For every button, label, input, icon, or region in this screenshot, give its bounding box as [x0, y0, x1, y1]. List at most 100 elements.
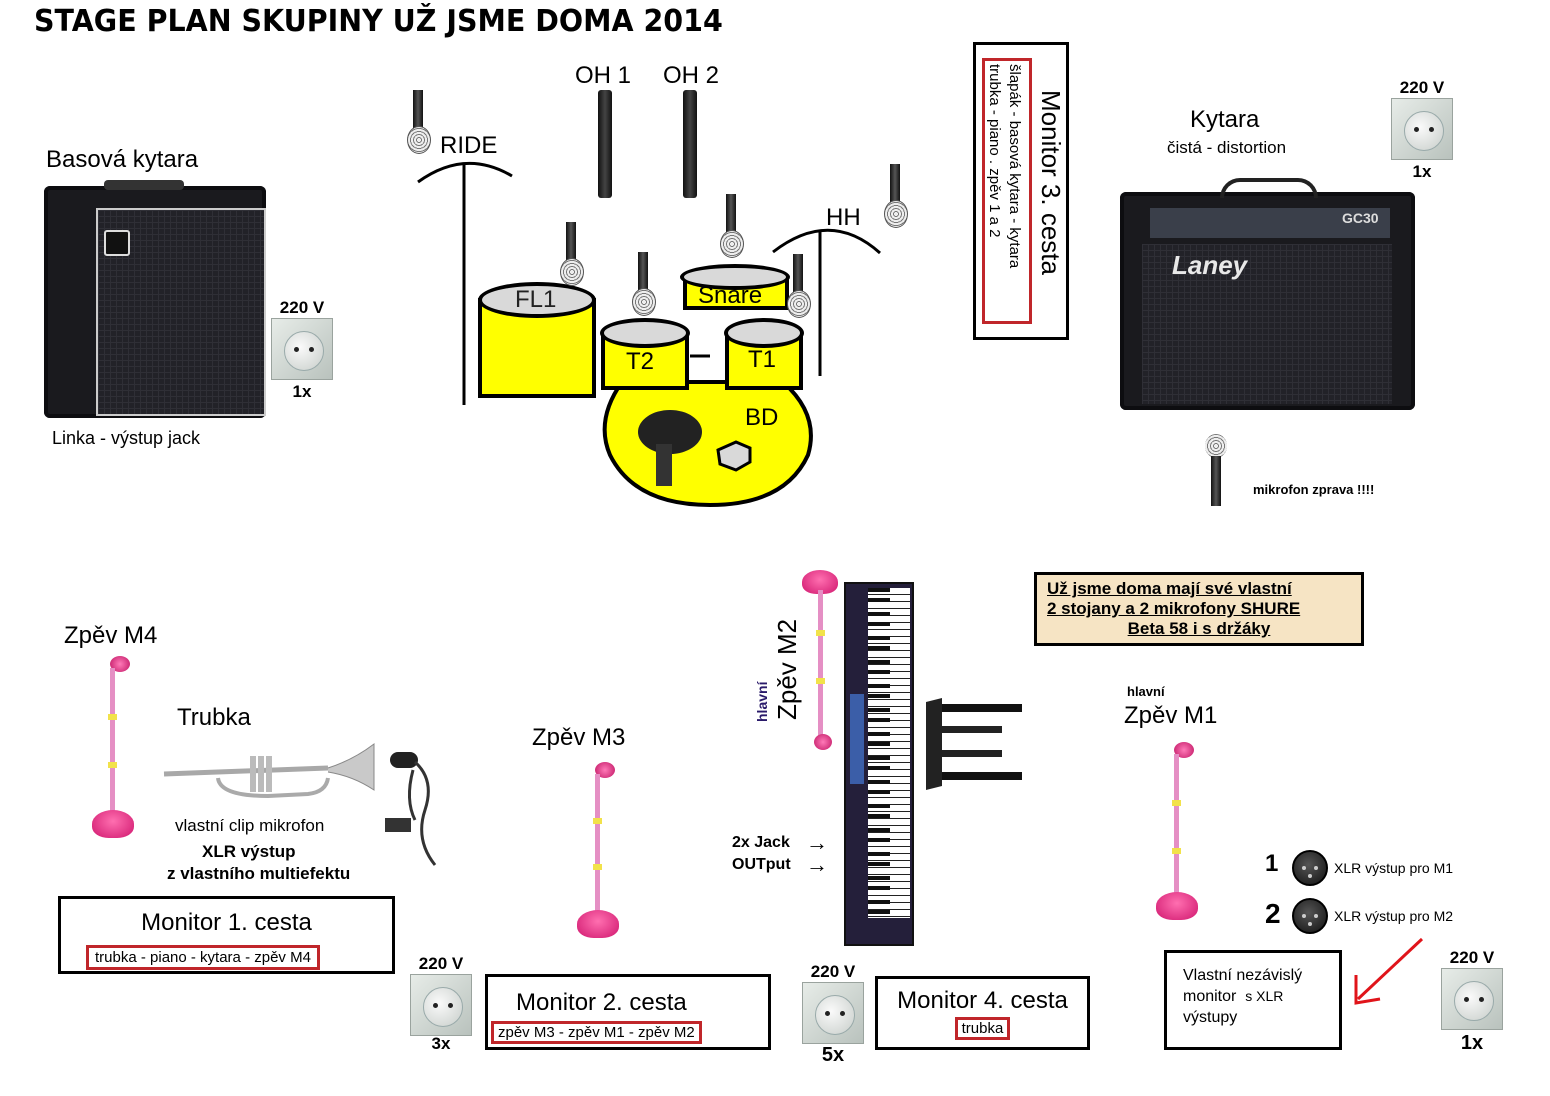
monitor-1-mix: trubka - piano - kytara - zpěv M4	[86, 945, 320, 970]
power-socket-icon	[271, 318, 333, 380]
power-socket-icon	[1441, 968, 1503, 1030]
center-voltage: 220 V	[810, 962, 856, 981]
trumpet-clip-note: vlastní clip mikrofon	[175, 816, 325, 835]
xlr-2-number: 2	[1265, 898, 1281, 929]
oh2-label: OH 2	[663, 62, 720, 89]
own-monitor-line1: Vlastní nezávislý	[1183, 967, 1303, 984]
amp-brand: Laney	[1172, 250, 1248, 280]
center-socket-count: 5x	[821, 1044, 845, 1066]
trumpet-multifx-note: z vlastního multiefektu	[167, 864, 351, 883]
keyboard-bench-icon	[926, 698, 1022, 790]
guitar-label: Kytara	[1190, 106, 1260, 133]
floor-tom-mic-icon	[560, 222, 584, 286]
vocal-m1-label: Zpěv M1	[1124, 702, 1218, 729]
vocal-m3-label: Zpěv M3	[532, 724, 626, 751]
vocal-m1-prefix: hlavní	[1127, 684, 1165, 699]
left-voltage: 220 V	[418, 954, 464, 973]
power-socket-icon	[802, 982, 864, 1044]
monitor-3-mix-box	[982, 58, 1032, 324]
overhead-mic-1-icon	[598, 90, 612, 198]
arrow-right-icon: →	[806, 830, 828, 855]
mic-stand-m1-icon	[1154, 740, 1198, 922]
overhead-mic-2-icon	[683, 90, 697, 198]
monitor-2-title: Monitor 2. cesta	[516, 989, 687, 1016]
mic-stand-m2-icon	[800, 570, 844, 750]
trumpet-icon	[163, 742, 375, 799]
bass-socket-count: 1x	[292, 382, 312, 401]
right-socket-count: 1x	[1460, 1032, 1484, 1054]
xlr-connector-icon	[1292, 850, 1328, 886]
vocal-m2-prefix: hlavní	[754, 681, 770, 722]
arrow-right-icon: →	[806, 852, 828, 877]
hh-label: HH	[826, 204, 861, 231]
keyboard-output-line2: OUTput	[732, 856, 791, 873]
monitor-3-title: Monitor 3. cesta	[1036, 90, 1066, 275]
guitar-sub-label: čistá - distortion	[1167, 138, 1287, 157]
right-voltage: 220 V	[1449, 948, 1495, 967]
hihat-cymbal	[772, 228, 882, 255]
note-box: Už jsme doma mají své vlastní 2 stojany …	[1034, 572, 1364, 646]
power-socket-icon	[1391, 98, 1453, 160]
clip-mic-icon	[385, 752, 437, 866]
keyboard-output-line1: 2x Jack	[732, 834, 790, 851]
keyboard-icon	[844, 582, 914, 946]
t1-label: T1	[748, 346, 777, 373]
bass-voltage: 220 V	[279, 298, 325, 317]
monitor-2-mix: zpěv M3 - zpěv M1 - zpěv M2	[491, 1021, 702, 1044]
t2-mic-icon	[632, 252, 656, 316]
monitor-3-box	[973, 42, 1069, 340]
amp-handle	[1220, 178, 1318, 198]
snare-mic-icon	[720, 194, 744, 258]
guitar-mic-icon	[1204, 434, 1228, 506]
xlr-connector-icon	[1292, 898, 1328, 934]
amp-model: GC30	[1342, 210, 1379, 226]
bass-label: Basová kytara	[46, 146, 199, 173]
amp-logo-icon	[104, 230, 130, 256]
ride-mic-icon	[407, 90, 431, 154]
guitar-socket-count: 1x	[1412, 162, 1432, 181]
power-socket-icon	[410, 974, 472, 1036]
drum-kit-diagram	[417, 161, 882, 508]
t1-mic-icon	[787, 254, 811, 318]
keyboard-display	[850, 694, 864, 784]
page-title: STAGE PLAN SKUPINY UŽ JSME DOMA 2014	[34, 4, 723, 39]
guitar-voltage: 220 V	[1399, 78, 1445, 97]
vocal-m2-label: Zpěv M2	[772, 618, 802, 720]
vocal-m4-label: Zpěv M4	[64, 622, 158, 649]
own-monitor-line3: výstupy	[1183, 1009, 1238, 1026]
ride-cymbal	[417, 161, 513, 184]
monitor-4-mix: trubka	[954, 1017, 1011, 1040]
bass-drum	[602, 380, 813, 508]
bass-output-note: Linka - výstup jack	[52, 428, 201, 448]
xlr-1-number: 1	[1265, 850, 1279, 877]
own-monitor-line2a: monitor	[1183, 988, 1237, 1005]
note-line2: 2 stojany a 2 mikrofony SHURE	[1047, 599, 1301, 618]
snare-label: Snare	[698, 282, 763, 309]
xlr-2-label: XLR výstup pro M2	[1334, 908, 1454, 924]
oh1-label: OH 1	[575, 62, 632, 89]
bass-drum-port	[716, 440, 752, 472]
note-line3: Beta 58 i s držáky	[1127, 619, 1271, 638]
own-monitor-box: Vlastní nezávislý monitor s XLR výstupy	[1164, 950, 1342, 1050]
monitor-2-box: Monitor 2. cesta zpěv M3 - zpěv M1 - zpě…	[485, 974, 771, 1050]
own-monitor-line2b: s XLR	[1245, 988, 1284, 1004]
monitor-4-box: Monitor 4. cesta trubka	[875, 976, 1090, 1050]
monitor-3-mix: šlapák - basová kytara - kytara trubka -…	[984, 64, 1024, 324]
trumpet-label: Trubka	[177, 704, 251, 731]
monitor-3-mix-line1: šlapák - basová kytara - kytara	[1006, 64, 1023, 269]
mic-stand-m4-icon	[90, 654, 134, 840]
amp-control-panel	[1150, 208, 1390, 238]
left-socket-count: 3x	[431, 1034, 451, 1053]
bass-amp-grille	[96, 208, 266, 416]
note-line1: Už jsme doma mají své vlastní	[1047, 579, 1292, 598]
bass-amp-icon	[44, 180, 266, 418]
guitar-amp-grille	[1142, 244, 1392, 404]
xlr-1-label: XLR výstup pro M1	[1334, 860, 1454, 876]
monitor-1-box: Monitor 1. cesta trubka - piano - kytara…	[58, 896, 395, 974]
bd-label: BD	[745, 404, 779, 431]
t2-label: T2	[626, 348, 655, 375]
trumpet-xlr-note: XLR výstup	[202, 842, 296, 861]
fl1-label: FL1	[515, 286, 557, 313]
red-arrow-icon	[1354, 937, 1424, 1005]
monitor-4-title: Monitor 4. cesta	[897, 987, 1068, 1014]
